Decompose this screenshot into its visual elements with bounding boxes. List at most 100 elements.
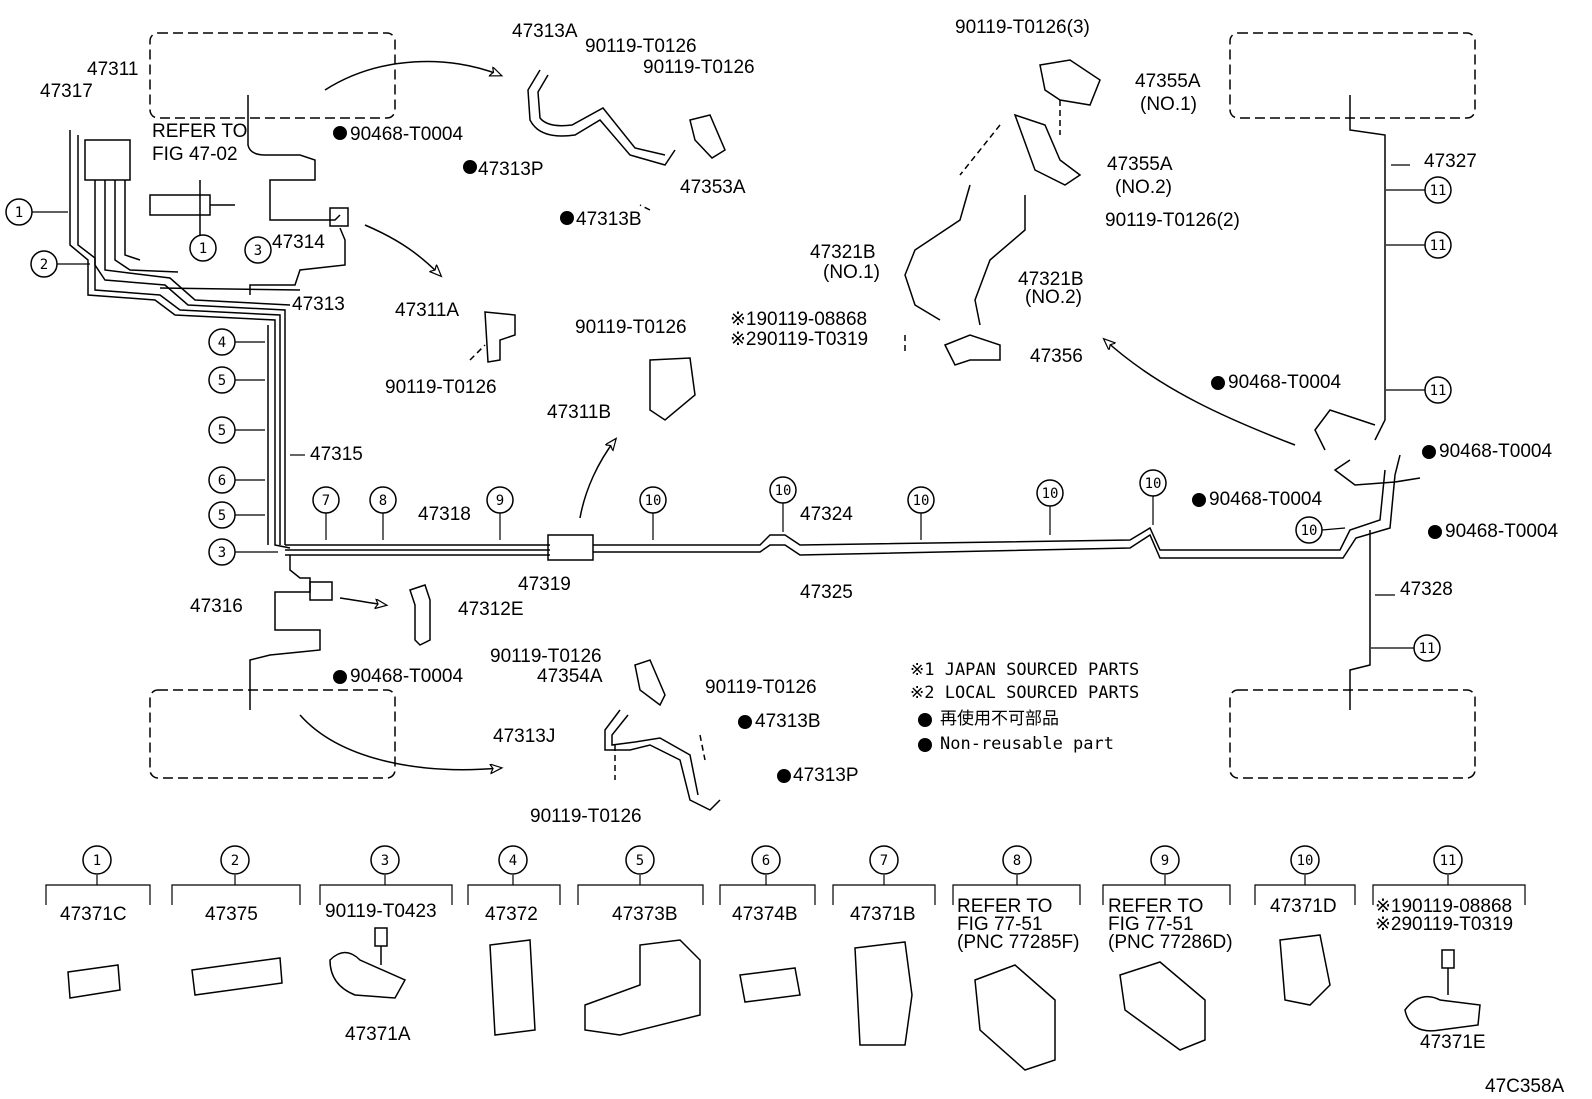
label-47327: 47327 [1424, 151, 1477, 172]
label-47355A-no1: 47355A [1135, 71, 1201, 92]
label-90119-c: 90119-T0126 [385, 377, 497, 398]
callout-11-b: 11 [1430, 238, 1447, 254]
label-47313J: 47313J [493, 726, 555, 747]
label-47313A: 47313A [512, 21, 578, 42]
legend-ref-9-line3: (PNC 77286D) [1108, 932, 1233, 953]
refer-fig-47-02-line2: FIG 47-02 [152, 144, 238, 165]
label-47315: 47315 [310, 444, 363, 465]
ref-box-bottom-right [1229, 689, 1476, 779]
note-local-sourced: ※2 LOCAL SOURCED PARTS [910, 683, 1139, 703]
label-47313P-top: 47313P [478, 159, 544, 180]
label-47356: 47356 [1030, 346, 1083, 367]
label-no1-b: (NO.1) [823, 262, 880, 283]
callout-4: 4 [218, 335, 226, 351]
callout-11-d: 11 [1419, 641, 1436, 657]
legend-label-5: 47373B [612, 904, 678, 925]
legend-num-7: 7 [880, 853, 888, 869]
brake-lines-bundle-left [69, 130, 291, 549]
callout-5-c: 5 [218, 508, 226, 524]
callout-10-e: 10 [1145, 476, 1162, 492]
legend-num-4: 4 [509, 853, 517, 869]
legend-label-6: 47374B [732, 904, 798, 925]
callout-1-b: 1 [199, 241, 207, 257]
arrow-to-47313J [299, 714, 500, 770]
legend-label-1: 47371C [60, 904, 127, 925]
legend-ref-8-line3: (PNC 77285F) [957, 932, 1080, 953]
clip-47372 [489, 939, 536, 1036]
label-47318: 47318 [418, 504, 471, 525]
legend-num-9: 9 [1161, 853, 1169, 869]
ref-box-top-right [1229, 32, 1476, 119]
label-90468-r2: 90468-T0004 [1439, 441, 1552, 462]
legend-num-10: 10 [1297, 853, 1314, 869]
ref-box-bottom-left [149, 689, 396, 779]
callout-10-c: 10 [913, 493, 930, 509]
legend-num-8: 8 [1013, 853, 1021, 869]
legend-num-6: 6 [762, 853, 770, 869]
note-nonreusable-jp: 再使用不可部品 [940, 708, 1059, 729]
callout-1-a: 1 [15, 205, 23, 221]
line-47328 [1349, 530, 1371, 710]
label-47313: 47313 [292, 294, 345, 315]
label-90119-a: 90119-T0126 [585, 36, 697, 57]
callout-3-b: 3 [218, 545, 226, 561]
line-47325 [593, 474, 1396, 559]
line-47327 [1349, 95, 1386, 441]
clip-47373B [584, 939, 701, 1036]
clip-47371A [329, 951, 407, 999]
legend-ref-9-line1: REFER TO [1108, 896, 1203, 917]
clip-47371C [67, 964, 121, 999]
label-90119-3: 90119-T0126(3) [955, 17, 1090, 38]
callout-10-a: 10 [645, 493, 662, 509]
label-47353A: 47353A [680, 177, 746, 198]
legend-num-1: 1 [93, 853, 101, 869]
label-90119-e: 90119-T0126 [490, 646, 602, 667]
clip-77286D [1119, 961, 1206, 1051]
label-90468-r1: 90468-T0004 [1228, 372, 1341, 393]
callout-10-b: 10 [775, 483, 792, 499]
label-local-t0319: ※290119-T0319 [730, 329, 868, 350]
legend-num-11: 11 [1440, 853, 1457, 869]
refer-fig-47-02-line1: REFER TO [152, 121, 247, 142]
ref-box-top-left [149, 32, 396, 119]
label-90119-g: 90119-T0126 [530, 806, 642, 827]
note-nonreusable-en: Non-reusable part [940, 734, 1114, 754]
label-90119-2: 90119-T0126(2) [1105, 210, 1240, 231]
label-90468-r4: 90468-T0004 [1445, 521, 1558, 542]
legend-label-3: 90119-T0423 [325, 901, 437, 922]
label-47313B-top: 47313B [576, 209, 642, 230]
hose-47321B-no1 [904, 184, 971, 321]
legend-sub-11: 47371E [1420, 1032, 1486, 1053]
legend-ref-8-line2: FIG 77-51 [957, 914, 1043, 935]
note-japan-sourced: ※1 JAPAN SOURCED PARTS [910, 660, 1139, 680]
label-47311B: 47311B [547, 402, 611, 423]
label-90119-d: 90119-T0126 [575, 317, 687, 338]
legend-ref-8-line1: REFER TO [957, 896, 1052, 917]
label-no2-a: (NO.2) [1115, 177, 1172, 198]
hose-47313A [527, 69, 676, 166]
callout-2: 2 [40, 257, 48, 273]
label-47317: 47317 [40, 81, 93, 102]
callout-9: 9 [496, 493, 504, 509]
callout-10-f: 10 [1301, 523, 1318, 539]
label-47325: 47325 [800, 582, 853, 603]
arrow-to-47311A [364, 224, 440, 275]
legend-ref-11-line1: ※190119-08868 [1375, 896, 1512, 917]
arrow-to-47312E [339, 597, 385, 605]
legend-num-3: 3 [381, 853, 389, 869]
legend-label-10: 47371D [1270, 896, 1337, 917]
label-47312E: 47312E [458, 599, 524, 620]
label-47313B-bot: 47313B [755, 711, 821, 732]
clip-47375 [191, 957, 283, 996]
callout-8: 8 [379, 493, 387, 509]
label-47354A: 47354A [537, 666, 603, 687]
legend-ref-9-line2: FIG 77-51 [1108, 914, 1194, 935]
callout-3-a: 3 [254, 243, 262, 259]
callout-7: 7 [322, 493, 330, 509]
label-47311: 47311 [87, 59, 138, 80]
hose-47321B-no2 [974, 195, 1026, 326]
label-jp-08868: ※190119-08868 [730, 309, 867, 330]
legend-label-2: 47375 [205, 904, 258, 925]
clip-47371E [1404, 995, 1481, 1032]
